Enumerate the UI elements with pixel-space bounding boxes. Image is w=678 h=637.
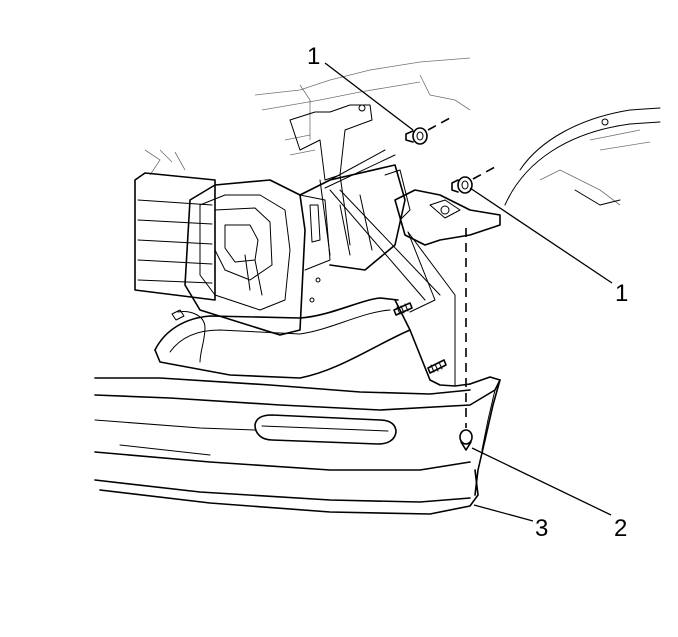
callout-1a: 1: [307, 43, 414, 131]
bumper-fascia: [94, 231, 501, 515]
upper-fastener-right: [451, 166, 496, 194]
wiring-harness: [171, 309, 206, 363]
callout-1b: 1: [469, 187, 628, 307]
upper-fastener-left: [405, 117, 451, 145]
lower-fastener: [459, 228, 473, 451]
callout-label-3: 3: [535, 515, 548, 542]
headlamp-radiator-assembly: [134, 149, 411, 336]
guide-lines: [324, 149, 441, 301]
callout-label-1b: 1: [615, 280, 628, 307]
callout-3: 3: [473, 504, 548, 542]
vehicle-body-structure: [254, 57, 471, 256]
fender-wheel-opening: [504, 107, 661, 206]
callout-2: 2: [471, 447, 627, 542]
callout-label-2: 2: [614, 515, 627, 542]
fascia-bracket: [394, 189, 501, 246]
callout-label-1a: 1: [307, 43, 320, 70]
